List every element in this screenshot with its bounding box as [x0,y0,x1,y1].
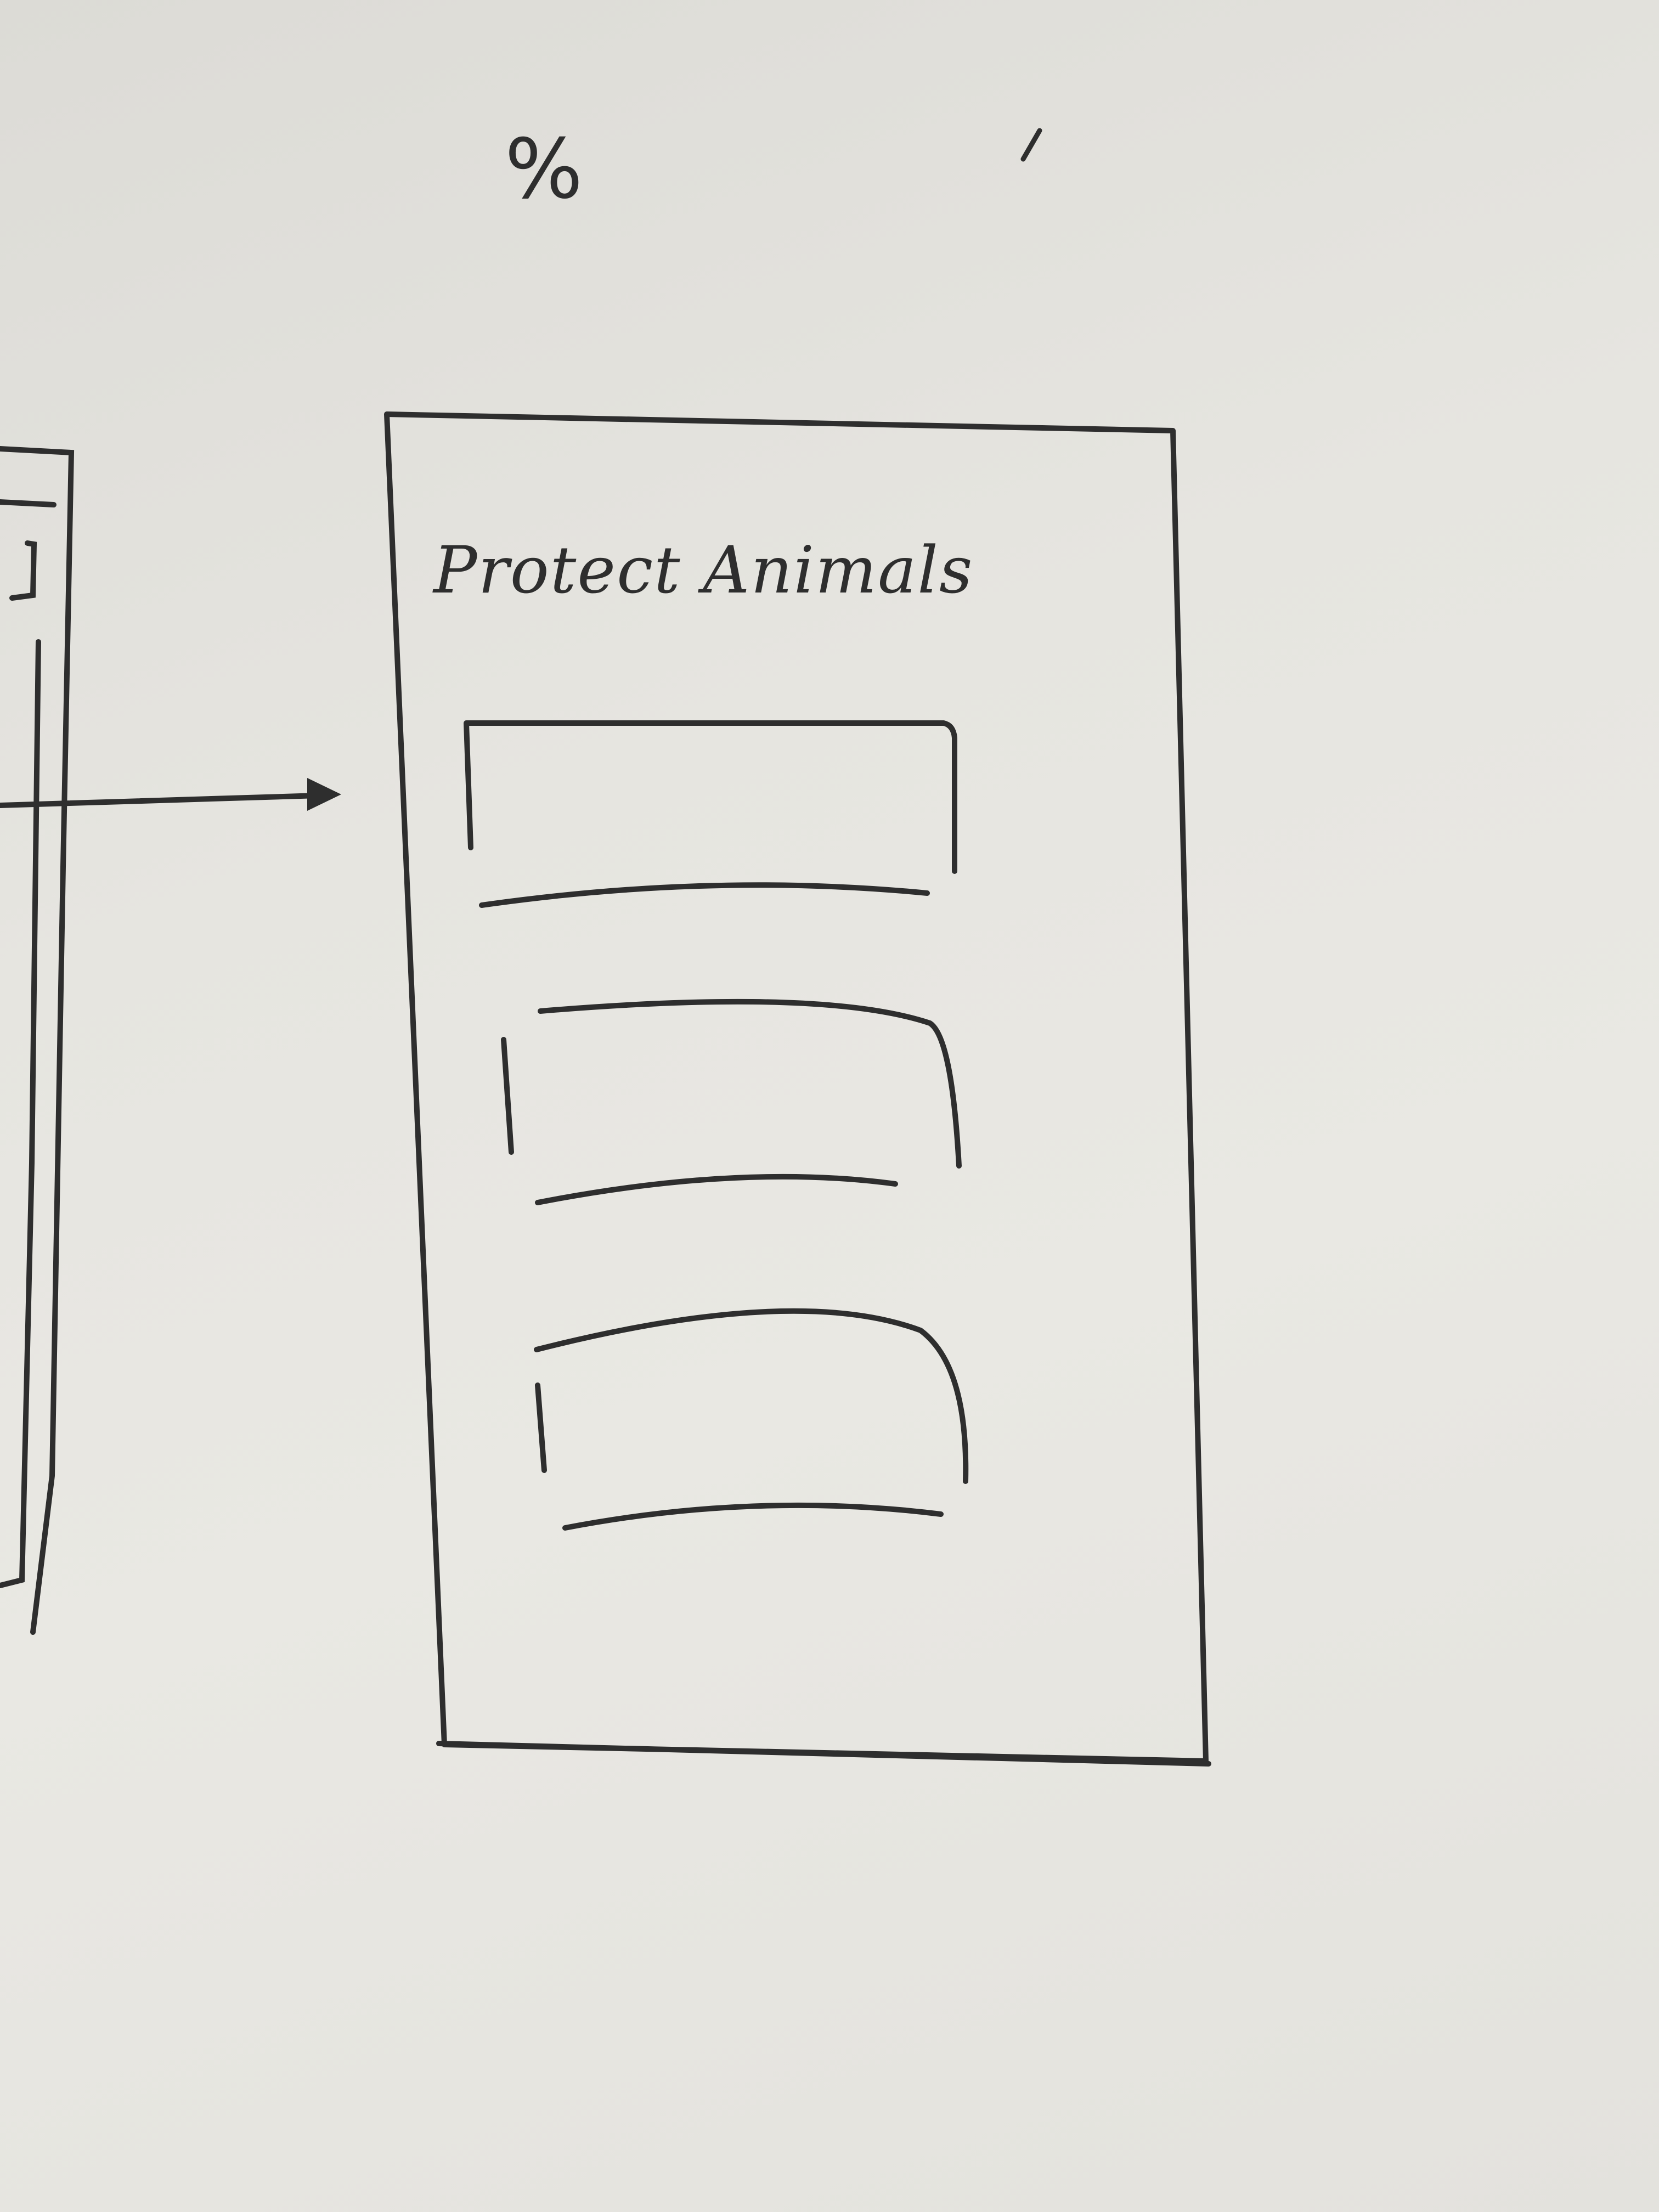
card-1[interactable] [464,720,957,908]
screen-title: Protect Animals [432,532,974,608]
screen-frame [384,411,1211,1767]
top-mark: % [505,122,583,217]
top-tick-mark [1020,128,1042,162]
card-3[interactable] [534,1308,969,1531]
protect-animals-screen: Protect Animals [384,411,1211,1767]
previous-screen-sketch [0,446,75,1635]
card-2[interactable] [501,998,962,1205]
navigation-arrow [0,778,341,811]
